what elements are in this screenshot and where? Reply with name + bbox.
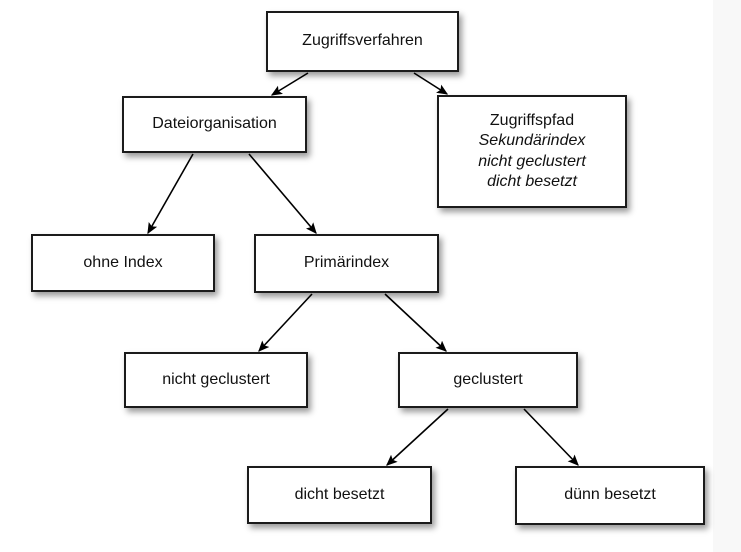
node-duenn-besetzt[interactable]: dünn besetzt — [515, 466, 705, 525]
node-geclustert[interactable]: geclustert — [398, 352, 578, 408]
node-dicht-besetzt[interactable]: dicht besetzt — [247, 466, 432, 524]
node-label-line: Zugriffspfad — [489, 111, 575, 129]
node-label-line: Zugriffsverfahren — [302, 32, 423, 50]
node-nicht-geclustert[interactable]: nicht geclustert — [124, 352, 308, 408]
node-label-line: Dateiorganisation — [152, 115, 277, 133]
node-ohne-index[interactable]: ohne Index — [31, 234, 215, 292]
edge-geclustert-to-dicht-besetzt — [386, 408, 449, 466]
node-label-line: nicht geclustert — [478, 152, 586, 170]
node-label-line: nicht geclustert — [162, 370, 270, 388]
edge-zugriffsverfahren-to-dateiorganisation — [270, 72, 309, 96]
edge-dateiorganisation-to-primaerindex — [248, 153, 317, 234]
node-label-line: geclustert — [453, 370, 523, 388]
node-label-line: Sekundärindex — [478, 132, 586, 150]
right-margin-strip — [713, 0, 741, 552]
node-label-line: dünn besetzt — [564, 486, 656, 504]
node-label-line: dicht besetzt — [294, 485, 385, 503]
node-label-line: Primärindex — [303, 254, 390, 272]
node-label-line: ohne Index — [83, 253, 163, 271]
node-dateiorganisation[interactable]: Dateiorganisation — [122, 96, 307, 153]
edge-zugriffsverfahren-to-zugriffspfad — [413, 72, 449, 95]
edge-primaerindex-to-geclustert — [384, 293, 447, 352]
edge-primaerindex-to-nicht-geclustert — [258, 293, 313, 352]
edge-geclustert-to-duenn-besetzt — [523, 408, 579, 466]
node-label-line: dicht besetzt — [487, 172, 577, 190]
node-primaerindex[interactable]: Primärindex — [254, 234, 439, 293]
node-zugriffsverfahren[interactable]: Zugriffsverfahren — [266, 11, 459, 72]
edge-dateiorganisation-to-ohne-index — [147, 153, 194, 235]
